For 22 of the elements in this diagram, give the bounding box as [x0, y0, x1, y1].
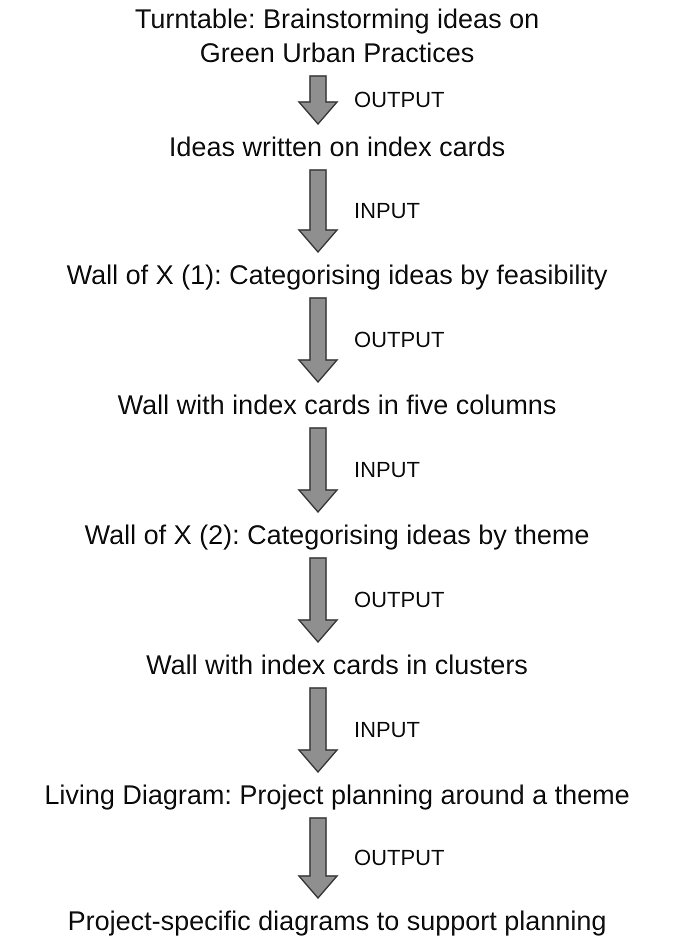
block-arrow	[297, 169, 339, 254]
block-arrow	[297, 687, 339, 774]
step-text: Ideas written on index cards	[168, 130, 506, 164]
edge-label: INPUT	[354, 457, 420, 483]
step-text: Turntable: Brainstorming ideas on Green Urban Practices	[117, 2, 557, 70]
edge-label: OUTPUT	[354, 87, 444, 113]
block-arrow	[297, 557, 339, 644]
edge-label: OUTPUT	[354, 845, 444, 871]
edge-label: INPUT	[354, 198, 420, 224]
step-text: Wall of X (1): Categorising ideas by feasibility	[66, 258, 608, 292]
step-text: Project-specific diagrams to support planning	[68, 904, 606, 938]
block-arrow	[297, 427, 339, 514]
block-arrow	[297, 297, 339, 384]
block-arrow	[297, 75, 339, 126]
edge-label: OUTPUT	[354, 587, 444, 613]
edge-label: INPUT	[354, 717, 420, 743]
step-text: Living Diagram: Project planning around a theme	[44, 778, 630, 812]
edge-label: OUTPUT	[354, 327, 444, 353]
step-text: Wall with index cards in clusters	[146, 648, 528, 682]
step-text: Wall of X (2): Categorising ideas by theme	[84, 518, 590, 552]
step-text: Wall with index cards in five columns	[118, 388, 556, 422]
block-arrow	[297, 817, 339, 900]
